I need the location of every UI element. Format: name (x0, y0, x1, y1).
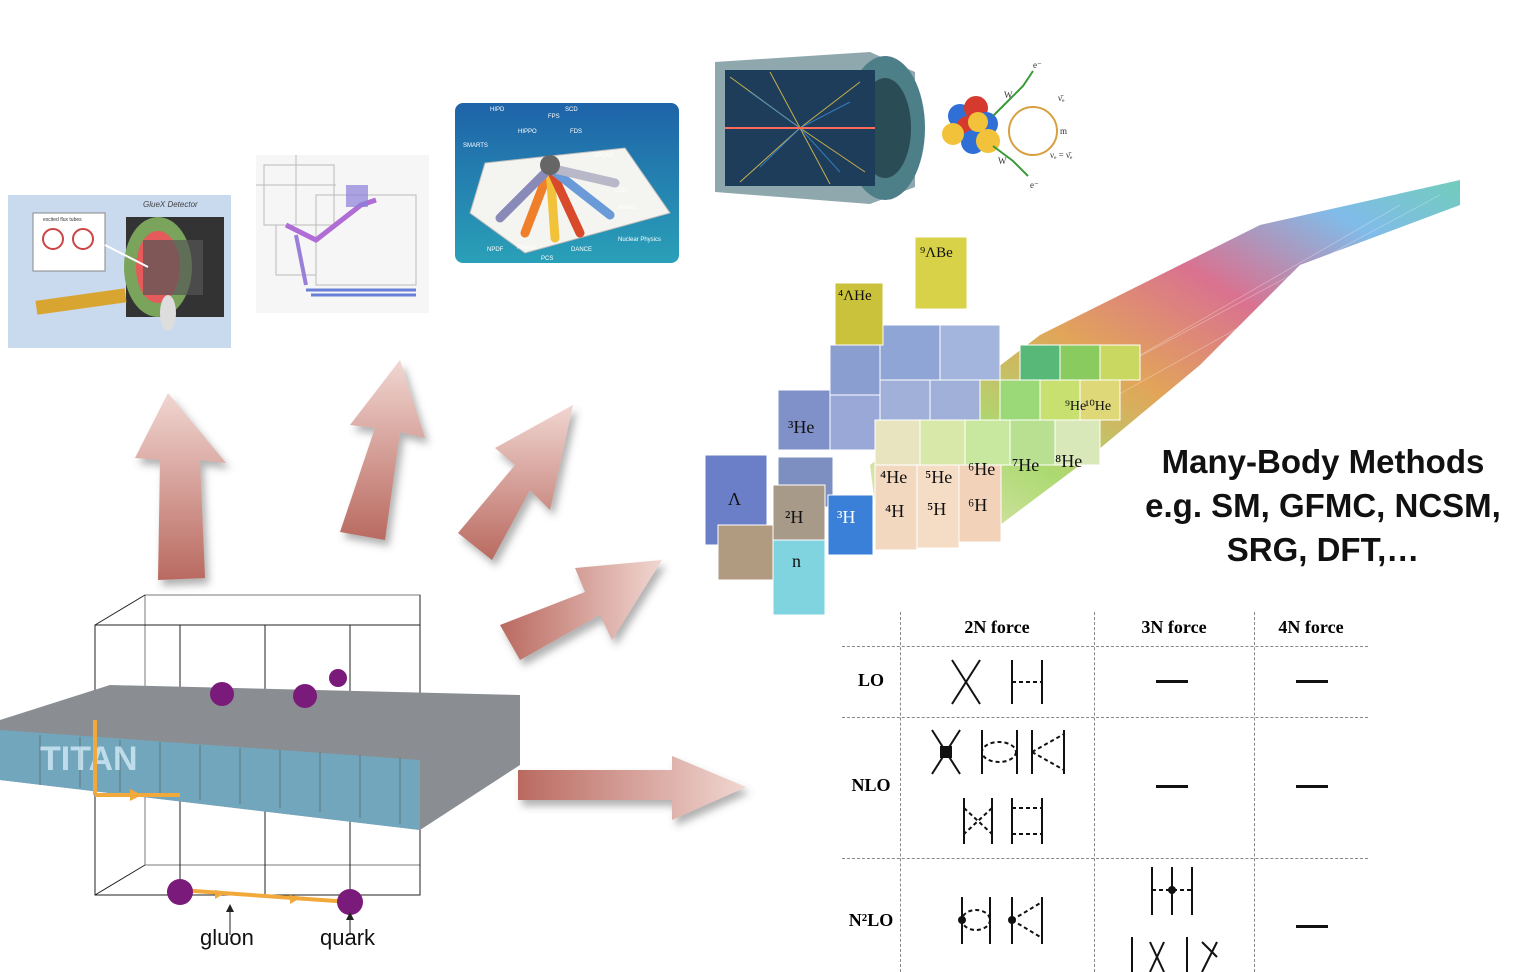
chart-label-4lhe: ⁴ΛHe (838, 288, 872, 304)
quark-label: quark (320, 925, 376, 950)
lattice-qcd-titan-image: TITAN gluon quark (0, 590, 525, 972)
lansce-facility-image: HIPD FPS SCD HIPPO FDS SMARTS SPEAR LQD … (455, 103, 679, 263)
table-divider (1254, 612, 1255, 972)
svg-text:e⁻: e⁻ (1030, 180, 1039, 190)
row-n2lo-4n-value (1296, 925, 1328, 928)
lansce-label-9: NPDF (487, 247, 504, 253)
lansce-label-1: FPS (548, 114, 560, 120)
collider-detector-image (710, 52, 928, 204)
header-2n-force: 2N force (964, 617, 1030, 637)
many-body-line-2: e.g. SM, GFMC, NCSM, (1145, 487, 1501, 524)
lansce-label-10: Pharos (517, 245, 536, 251)
gluex-detector-image: GlueX Detector excited flux tubes (8, 195, 231, 348)
row-nlo-4n-value (1296, 785, 1328, 788)
lansce-label-2: SCD (565, 107, 578, 113)
nucleus-beta-decay-image: e⁻ ν̄ₑ m νₑ = ν̄ₑ e⁻ W W (938, 56, 1088, 196)
svg-text:W: W (998, 156, 1007, 166)
chart-label-6he: ⁶He (968, 459, 995, 479)
header-3n-force: 3N force (1141, 617, 1207, 637)
chart-label-7he: ⁷He (1012, 455, 1039, 475)
chart-label-3h: ³H (837, 507, 855, 527)
feynman-diagrams (931, 659, 1218, 972)
chart-label-10he: ¹⁰He (1085, 399, 1111, 414)
gluex-flux-label: excited flux tubes (43, 217, 82, 223)
svg-text:νₑ = ν̄ₑ: νₑ = ν̄ₑ (1050, 150, 1073, 160)
row-lo-4n-value (1296, 680, 1328, 683)
table-divider (842, 717, 1368, 718)
nuclide-chart-3d: Λ n ³H ²H ⁴H ⁵H ⁶H ³He ⁴He ⁵He ⁶He ⁷He ⁸… (700, 165, 1468, 625)
titan-logo-text: TITAN (40, 740, 138, 778)
chart-label-5he: ⁵He (925, 467, 952, 487)
chiral-force-table: 2N force 3N force 4N force LO NLO N²LO (842, 612, 1368, 972)
row-lo-3n-value (1156, 680, 1188, 683)
row-label-n2lo: N²LO (848, 910, 894, 930)
many-body-line-1: Many-Body Methods (1161, 443, 1485, 480)
lansce-label-0: HIPD (490, 107, 505, 113)
table-divider (900, 612, 901, 972)
svg-text:W: W (1004, 90, 1013, 100)
lansce-label-3: HIPPO (518, 129, 537, 135)
chart-label-n: n (792, 551, 801, 571)
chart-label-2h: ²H (785, 507, 803, 527)
svg-text:m: m (1060, 126, 1067, 136)
chart-label-4h: ⁴H (885, 501, 904, 521)
chart-label-6h: ⁶H (968, 495, 987, 515)
arrow-up-lansce (458, 405, 573, 560)
svg-text:e⁻: e⁻ (1033, 60, 1042, 70)
lansce-label-4: FDS (570, 129, 582, 135)
header-4n-force: 4N force (1278, 617, 1344, 637)
chart-label-3he: ³He (788, 417, 814, 437)
lansce-label-12: PCS (541, 256, 553, 262)
lansce-label-13: Nuclear Physics (618, 237, 661, 243)
many-body-methods-title: Many-Body Methods e.g. SM, GFMC, NCSM, S… (1128, 440, 1518, 572)
row-label-lo: LO (857, 670, 884, 690)
gluon-label: gluon (200, 925, 254, 950)
gluex-title: GlueX Detector (143, 200, 198, 209)
table-divider (842, 646, 1368, 647)
lansce-label-7: LQD (615, 188, 628, 194)
chart-label-4he: ⁴He (880, 467, 907, 487)
chart-label-lambda: Λ (728, 489, 741, 509)
lansce-label-11: DANCE (571, 247, 592, 253)
many-body-line-3: SRG, DFT,… (1226, 531, 1420, 568)
row-nlo-3n-value (1156, 785, 1188, 788)
facility-floorplan-image (256, 155, 429, 313)
table-divider (1094, 612, 1095, 972)
arrow-up-gluex (135, 393, 226, 580)
chart-label-8he: ⁸He (1055, 451, 1082, 471)
lansce-label-8: Asterix (618, 205, 636, 211)
lansce-label-5: SMARTS (463, 143, 488, 149)
row-label-nlo: NLO (851, 775, 891, 795)
arrow-up-frib (340, 360, 425, 540)
chart-label-5h: ⁵H (927, 499, 946, 519)
chart-label-9he: ⁹He (1065, 399, 1086, 414)
chart-label-9lbe: ⁹ΛBe (920, 245, 953, 261)
lansce-label-6: SPEAR (593, 153, 614, 159)
svg-text:ν̄ₑ: ν̄ₑ (1058, 93, 1065, 103)
arrow-right-chart (500, 560, 662, 660)
arrow-right-table (518, 756, 746, 820)
table-divider (842, 858, 1368, 859)
